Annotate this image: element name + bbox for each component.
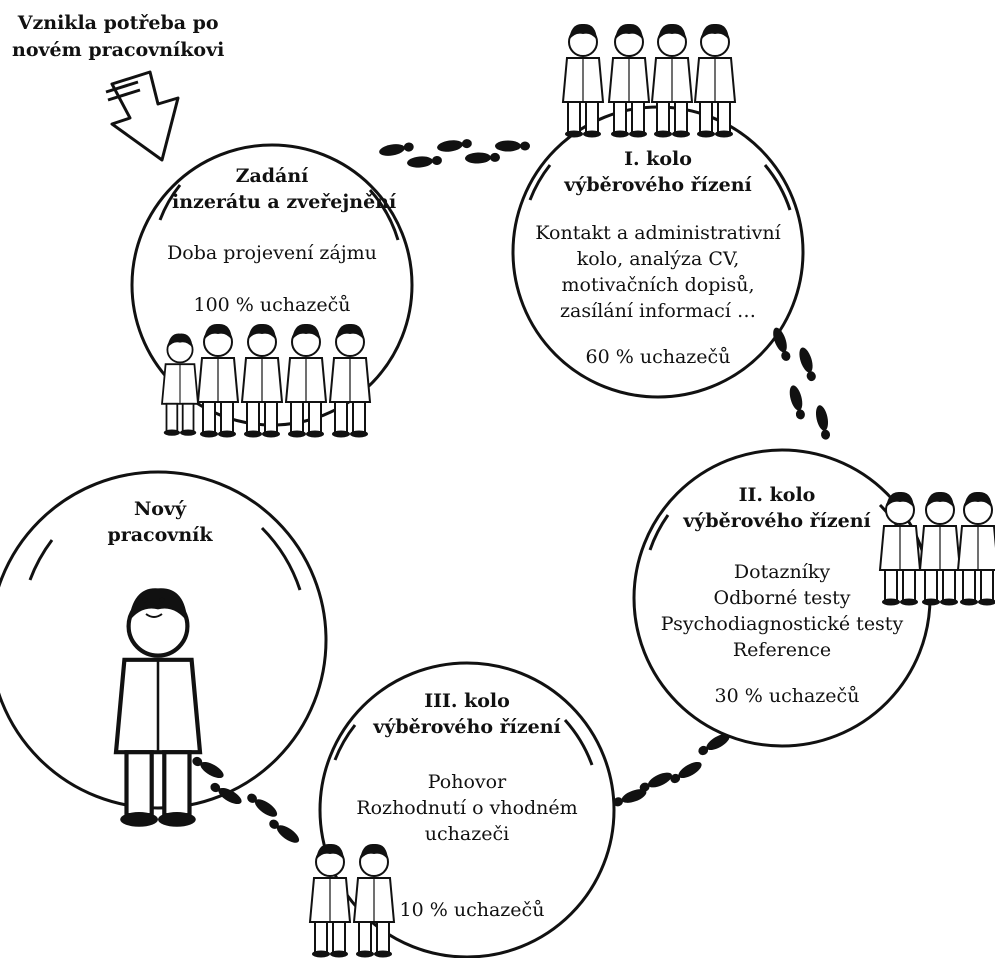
people-group-top-icon [562,22,736,139]
kolo1-title-2: výběrového řízení [564,174,752,196]
kolo3-title: III. kolo výběrového řízení [357,688,577,740]
kolo1-line-1: Kontakt a administrativní [535,222,781,244]
kolo2-line-2: Odborné testy [713,587,851,609]
footprints-3-icon [611,730,733,809]
kolo2-line-3: Psychodiagnostické testy [660,613,904,635]
kolo3-line-1: Pohovor [427,771,507,793]
intro-line-2: novém pracovníkovi [12,39,225,61]
kolo3-title-1: III. kolo [424,690,510,712]
kolo3-line-3: uchazeči [424,823,510,845]
circle-kolo3 [318,661,616,958]
footprints-2-icon [770,325,832,441]
kolo2-title: II. kolo výběrového řízení [667,482,887,534]
kolo2-desc: Dotazníky Odborné testy Psychodiagnostic… [652,559,912,663]
novy-title-1: Nový [133,498,187,520]
intro-arrow-icon [105,70,180,162]
kolo3-title-2: výběrového řízení [373,716,561,738]
kolo3-percent: 10 % uchazečů [399,899,545,921]
zadani-desc: Doba projevení zájmu [167,242,377,264]
novy-title-2: pracovník [107,524,213,546]
intro-line-1: Vznikla potřeba po [17,12,219,34]
kolo2-title-2: výběrového řízení [683,510,871,532]
kolo1-desc: Kontakt a administrativní kolo, analýza … [518,220,798,324]
people-group-zadani-icon [161,322,371,439]
kolo2-line-4: Reference [732,639,832,661]
kolo1-title: I. kolo výběrového řízení [548,146,768,198]
novy-title: Nový pracovník [80,496,240,548]
new-employee-figure-icon [116,588,200,826]
kolo2-line-1: Dotazníky [733,561,831,583]
kolo1-line-4: zasílání informací … [560,300,756,322]
footprints-1-icon [378,137,530,169]
kolo3-desc: Pohovor Rozhodnutí o vhodném uchazeči [347,769,587,847]
kolo1-line-2: kolo, analýza CV, [576,248,740,270]
circle-novy [0,470,328,810]
zadani-title-2: inzerátu a zveřejnění [172,191,397,213]
kolo1-percent: 60 % uchazečů [585,346,731,368]
kolo3-line-2: Rozhodnutí o vhodném [356,797,578,819]
kolo2-title-1: II. kolo [738,484,816,506]
zadani-title: Zadání inzerátu a zveřejnění [172,163,397,215]
kolo1-line-3: motivačních dopisů, [561,274,755,296]
intro-label: Vznikla potřeba po novém pracovníkovi [12,10,224,64]
zadani-percent: 100 % uchazečů [193,294,351,316]
zadani-title-1: Zadání [235,165,309,187]
kolo1-title-1: I. kolo [624,148,692,170]
kolo2-percent: 30 % uchazečů [714,685,860,707]
